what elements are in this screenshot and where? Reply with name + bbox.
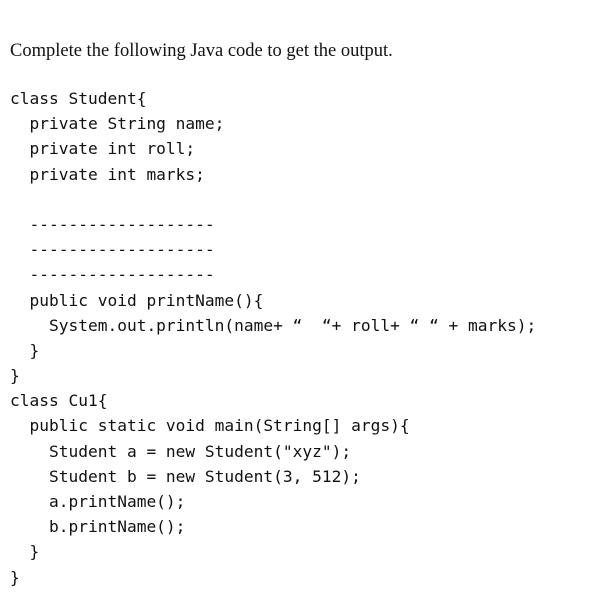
blank-line: ------------------- (10, 265, 215, 285)
java-code-block: class Student{ private String name; priv… (10, 86, 536, 590)
code-line: private int roll; (10, 139, 196, 159)
code-line: a.printName(); (10, 492, 186, 511)
code-line: class Cu1{ (10, 391, 108, 411)
code-line: b.printName(); (10, 517, 186, 537)
code-line: System.out.println(name+ “ “+ roll+ “ “ … (10, 315, 537, 335)
code-line: Student b = new Student(3, 512); (10, 466, 361, 486)
code-line: class Student{ (10, 89, 147, 108)
code-line: } (10, 567, 20, 587)
code-line: } (10, 366, 20, 386)
code-line: } (10, 340, 40, 360)
code-line: } (10, 542, 40, 562)
code-line: private String name; (10, 114, 225, 134)
code-line: private int marks; (10, 164, 205, 184)
code-line (10, 187, 536, 212)
code-line: Student a = new Student("xyz"); (10, 441, 352, 461)
code-line: public void printName(){ (10, 290, 264, 310)
question-prompt: Complete the following Java code to get … (10, 41, 393, 61)
code-line: public static void main(String[] args){ (10, 416, 410, 436)
blank-line: ------------------- (10, 214, 215, 234)
blank-line: ------------------- (10, 240, 215, 260)
